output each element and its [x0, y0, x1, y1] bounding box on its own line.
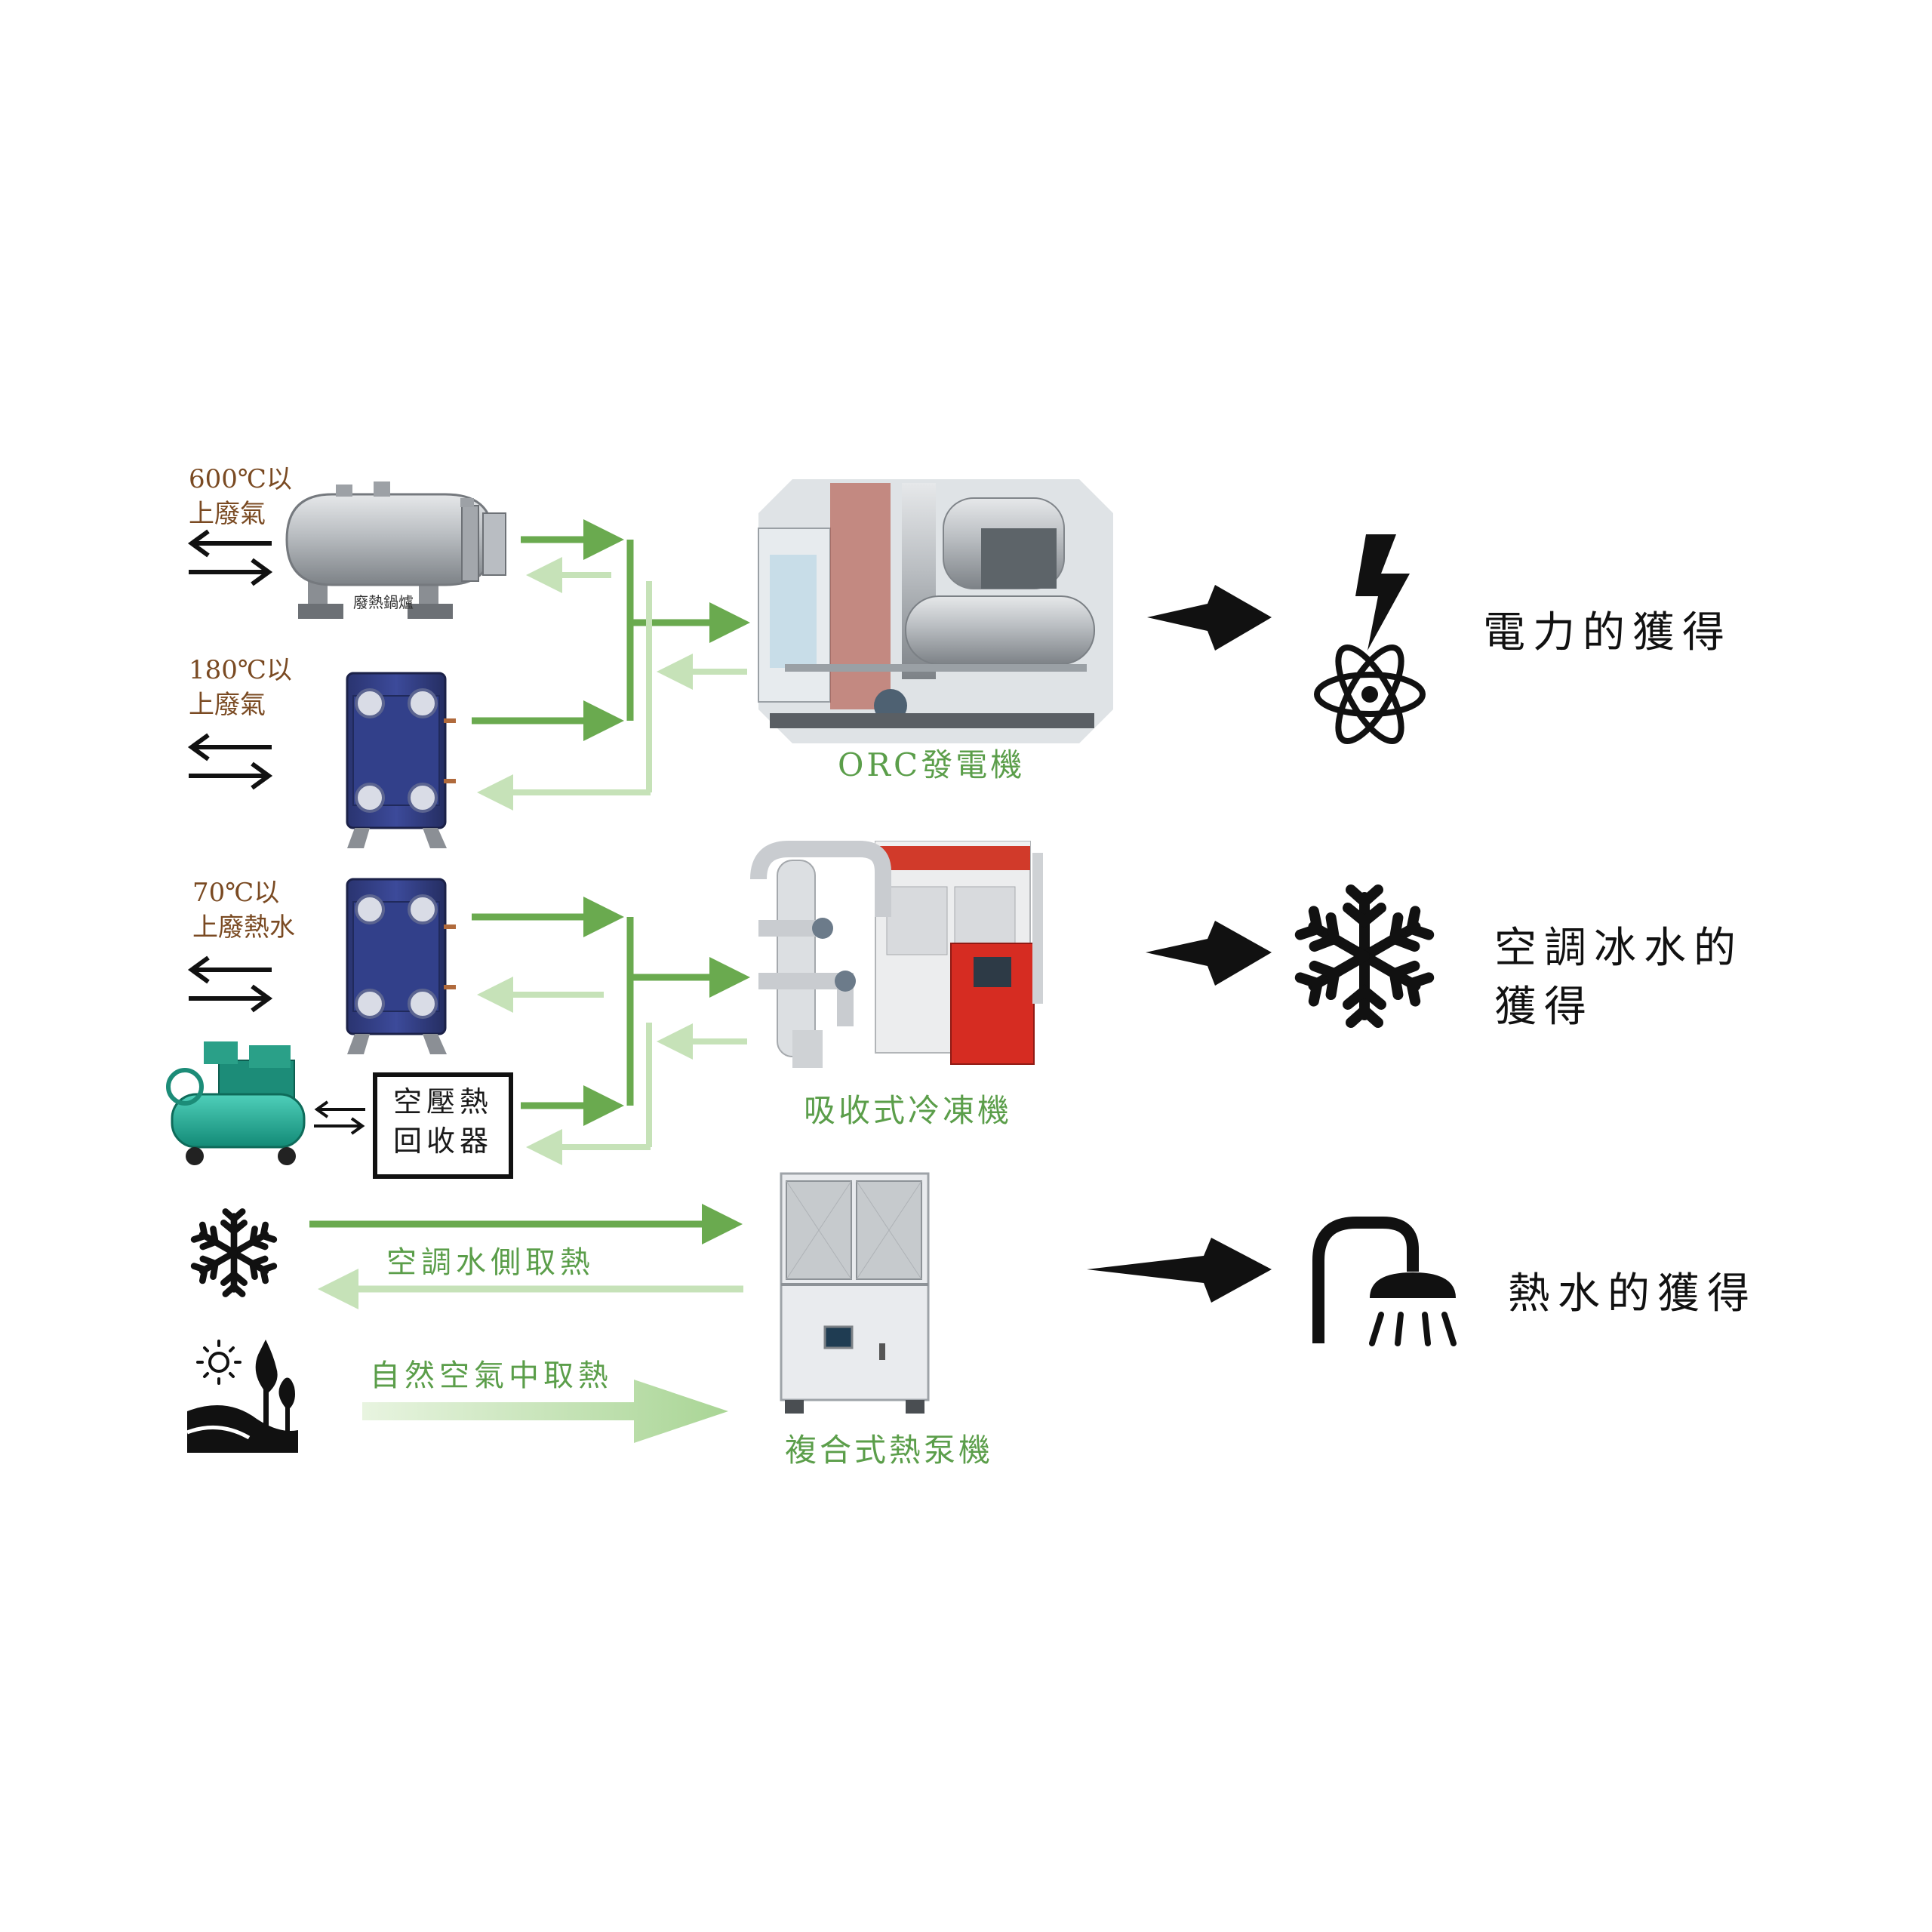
orc-return-flows	[477, 557, 747, 811]
source-180-line1: 180℃以	[189, 655, 292, 685]
chilled-water-line1: 空調冰水的	[1494, 924, 1743, 973]
power-output-label: 電力的獲得	[1483, 608, 1732, 657]
hot-water-output-label: 熱水的獲得	[1508, 1269, 1757, 1318]
heat-pump-picture	[780, 1172, 930, 1414]
orc-generator-picture	[758, 479, 1113, 743]
output-arrow-chilled	[1146, 921, 1272, 986]
exchange-arrows-compressor	[314, 1100, 365, 1135]
snowflake-source-icon	[193, 1211, 275, 1294]
source-180-label: 180℃以 上廢氣	[189, 653, 292, 722]
lightning-atom-icon	[1314, 534, 1426, 744]
source-600-line1: 600℃以	[189, 464, 292, 494]
orc-supply-flows	[472, 519, 750, 741]
absorption-supply-flows	[472, 897, 750, 1126]
source-600-label: 600℃以 上廢氣	[189, 462, 292, 531]
heat-recovery-line1: 空壓熱	[392, 1085, 493, 1118]
absorption-chiller-picture	[750, 841, 1043, 1068]
absorption-chiller-label: 吸收式冷凍機	[804, 1092, 1013, 1129]
shower-icon	[1312, 1217, 1457, 1346]
source-70-label: 70℃以 上廢熱水	[192, 875, 295, 945]
sun-landscape-icon	[186, 1340, 298, 1453]
heat-recovery-label: 空壓熱 回收器	[380, 1082, 506, 1161]
exchange-arrows-70	[189, 958, 272, 1011]
boiler-tag: 廢熱鍋爐	[353, 593, 414, 611]
chilled-water-output-label: 空調冰水的 獲得	[1494, 919, 1743, 1037]
exchange-arrows-600	[189, 531, 272, 584]
plate-heat-exchanger-70-picture	[346, 878, 457, 1056]
output-arrow-power	[1147, 585, 1272, 651]
chilled-water-line2: 獲得	[1494, 983, 1594, 1032]
source-70-line2: 上廢熱水	[192, 912, 295, 943]
exchange-arrows-180	[189, 735, 272, 788]
source-70-line1: 70℃以	[192, 878, 280, 908]
air-compressor-heat-recovery-box	[373, 1072, 513, 1179]
natural-air-heat-label: 自然空氣中取熱	[370, 1358, 613, 1393]
source-600-line2: 上廢氣	[189, 499, 266, 529]
heat-pump-label: 複合式熱泵機	[785, 1432, 994, 1469]
natural-air-flow-arrow	[362, 1380, 728, 1443]
orc-generator-label: ORC發電機	[838, 746, 1026, 783]
snowflake-output-icon	[1299, 890, 1430, 1023]
waste-heat-boiler-picture	[285, 481, 506, 619]
absorption-return-flows	[477, 977, 747, 1165]
ac-water-heat-label: 空調水側取熱	[386, 1245, 595, 1280]
source-180-line2: 上廢氣	[189, 690, 266, 720]
heat-recovery-line2: 回收器	[392, 1124, 493, 1158]
plate-heat-exchanger-180-picture	[346, 672, 457, 850]
air-compressor-picture	[166, 1041, 306, 1165]
output-arrow-hot-water	[1087, 1238, 1272, 1303]
